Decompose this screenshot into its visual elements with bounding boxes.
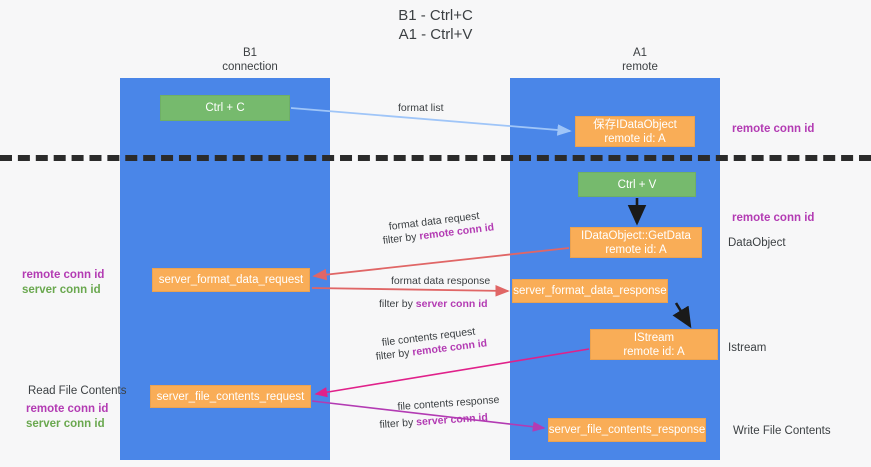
box-idataobject-line-2: remote id: A <box>604 132 666 145</box>
phase-divider <box>0 155 871 161</box>
diagram-title: B1 - Ctrl+C A1 - Ctrl+V <box>0 6 871 44</box>
filter-prefix: filter by <box>379 298 416 310</box>
annotation-left-remote-conn-id-bottom: remote conn id <box>26 403 109 415</box>
annotation-left-conn-ids-mid: remote conn id server conn id <box>22 268 104 298</box>
arrow-label-format-list: format list <box>398 102 444 114</box>
column-header-a1: A1 remote <box>540 46 740 74</box>
column-header-b1-name: B1 <box>242 47 258 59</box>
box-idataobject-line-1: 保存IDataObject <box>593 118 677 131</box>
arrow-label-file-contents-response-filter: filter by server conn id <box>379 410 488 432</box>
box-server-format-data-request[interactable]: server_format_data_request <box>152 268 310 292</box>
annotation-remote-conn-id-mid: remote conn id <box>732 212 815 224</box>
title-line-2: A1 - Ctrl+V <box>398 26 473 43</box>
annotation-write-file-contents: Write File Contents <box>733 425 831 437</box>
column-header-a1-sub: remote <box>622 61 658 73</box>
box-ctrl-v-label: Ctrl + V <box>617 178 657 191</box>
annotation-istream: Istream <box>728 342 767 354</box>
title-line-1: B1 - Ctrl+C <box>398 7 473 24</box>
filter-prefix: filter by <box>375 346 414 363</box>
column-header-b1-sub: connection <box>222 61 278 73</box>
box-server-file-contents-response[interactable]: server_file_contents_response <box>548 418 706 442</box>
box-ctrl-v[interactable]: Ctrl + V <box>578 172 696 197</box>
box-getdata-line-2: remote id: A <box>605 243 667 256</box>
annotation-left-server-conn-id-bottom: server conn id <box>26 418 105 430</box>
column-header-b1: B1 connection <box>150 46 350 74</box>
box-ctrl-c[interactable]: Ctrl + C <box>160 95 290 121</box>
annotation-left-server-conn-id-mid: server conn id <box>22 284 101 296</box>
box-istream[interactable]: IStream remote id: A <box>590 329 718 360</box>
annotation-remote-conn-id-top: remote conn id <box>732 123 815 135</box>
box-istream-line-1: IStream <box>633 331 675 344</box>
box-idataobject-getdata[interactable]: IDataObject::GetData remote id: A <box>570 227 702 258</box>
filter-prefix: filter by <box>382 230 421 247</box>
box-server-file-contents-response-label: server_file_contents_response <box>548 424 706 436</box>
filter-prefix: filter by <box>379 416 417 431</box>
box-server-file-contents-request[interactable]: server_file_contents_request <box>150 385 311 408</box>
arrow-label-format-data-response-filter: filter by server conn id <box>379 297 488 311</box>
arrow-label-format-data-response: format data response <box>391 275 491 287</box>
box-server-format-data-response-label: server_format_data_response <box>513 285 667 297</box>
annotation-left-conn-ids-bottom: remote conn id server conn id <box>26 402 108 432</box>
filter-key-server-conn-id: server conn id <box>415 298 488 310</box>
column-header-a1-name: A1 <box>632 47 648 59</box>
box-server-file-contents-request-label: server_file_contents_request <box>156 390 305 403</box>
box-server-format-data-request-label: server_format_data_request <box>158 274 304 286</box>
box-getdata-line-1: IDataObject::GetData <box>581 229 691 242</box>
annotation-left-remote-conn-id-mid: remote conn id <box>22 269 105 281</box>
box-istream-line-2: remote id: A <box>623 345 685 358</box>
annotation-dataobject: DataObject <box>728 237 786 249</box>
box-ctrl-c-label: Ctrl + C <box>205 102 245 114</box>
box-idataobject[interactable]: 保存IDataObject remote id: A <box>575 116 695 147</box>
filter-key-server-conn-id: server conn id <box>415 411 489 429</box>
box-server-format-data-response[interactable]: server_format_data_response <box>512 279 668 303</box>
annotation-read-file-contents: Read File Contents <box>28 385 127 397</box>
